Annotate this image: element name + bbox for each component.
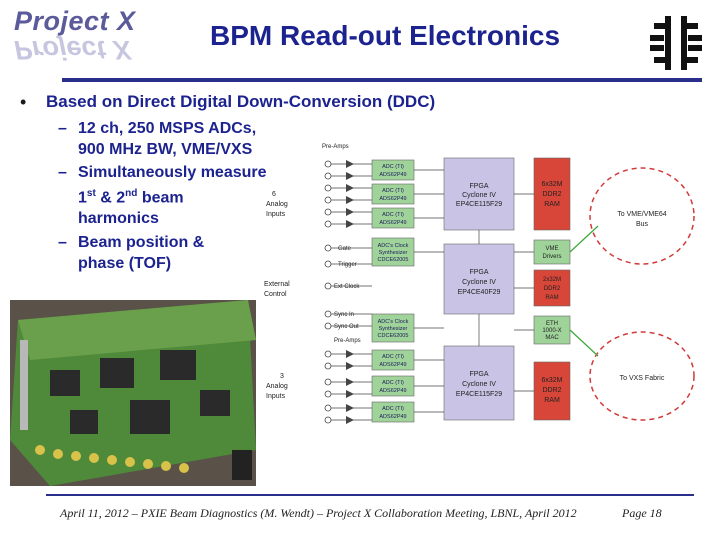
adc-bottom-1-part: ADS62P49 <box>379 362 406 368</box>
adc-top-3-part: ADS62P49 <box>379 220 406 226</box>
footer-text: April 11, 2012 – PXIE Beam Diagnostics (… <box>60 506 577 520</box>
vxs-fabric-outline <box>589 331 695 421</box>
adc-bottom-2-part: ADS62P49 <box>379 388 406 394</box>
sub-bullet-1-line-2: 900 MHz BW, VME/VXS <box>78 141 253 158</box>
slide-title: BPM Read-out Electronics <box>209 20 561 51</box>
main-bullet: Based on Direct Digital Down-Conversion … <box>46 92 436 111</box>
analog-bottom-count: 3 <box>280 373 284 380</box>
ram-mid-size: 2x32M <box>543 277 561 283</box>
sub-bullet-3-line-2: phase (TOF) <box>78 255 172 272</box>
eth-label-1: ETH <box>546 321 558 327</box>
page-number: Page 18 <box>622 506 662 520</box>
sync-out-label: Sync Out <box>334 324 359 330</box>
ram-top-size: 6x32M <box>541 181 562 188</box>
bullet-marker: • <box>20 92 27 112</box>
fpga-mid-part: EP4CE40F29 <box>458 289 501 296</box>
fpga-top-family: Cyclone IV <box>462 192 496 199</box>
ram-mid-type: DDR2 <box>544 286 561 292</box>
project-x-logo-text: Project X <box>14 6 136 36</box>
sub-bullet-2-line-3: harmonics <box>78 210 159 228</box>
inputs-top-label: Inputs <box>266 211 286 218</box>
fpga-bottom-label: FPGA <box>469 371 488 378</box>
to-vme-label-2: Bus <box>636 221 649 228</box>
clock-top-part: CDCE62005 <box>378 257 409 263</box>
adc-bottom-3-part: ADS62P49 <box>379 414 406 420</box>
vme-drivers-label-1: VME <box>545 246 558 252</box>
sub-bullet-2-line-1: Simultaneously measure <box>78 164 267 181</box>
adc-bottom-3-name: ADC (TI) <box>382 406 404 412</box>
fpga-bottom-family: Cyclone IV <box>462 381 496 388</box>
adc-bottom-2-name: ADC (TI) <box>382 380 404 386</box>
ram-top-label: RAM <box>544 201 560 208</box>
eth-label-2: 1000-X <box>542 328 561 334</box>
ram-mid-label: RAM <box>545 295 558 301</box>
eth-label-3: MAC <box>545 335 559 341</box>
adc-top-1-name: ADC (TI) <box>382 164 404 170</box>
clock-top-name: ADC's Clock <box>378 243 409 249</box>
inputs-bottom-label: Inputs <box>266 393 286 400</box>
sync-in-label: Sync In <box>334 312 354 318</box>
ram-bottom-label: RAM <box>544 397 560 404</box>
sub-bullet-1: –12 ch, 250 MSPS ADCs, 900 MHz BW, VME/V… <box>58 120 257 158</box>
control-label: Control <box>264 291 287 298</box>
to-vme-label-1: To VME/VME64 <box>617 211 667 218</box>
vme-drivers-label-2: Drivers <box>543 254 562 260</box>
to-vxs-label: To VXS Fabric <box>620 375 665 382</box>
sub-bullet-3: –Beam position & phase (TOF) <box>58 234 205 272</box>
block-diagram: Pre-Amps 6 Analog Inputs Gate Trigger Ex… <box>264 144 695 424</box>
fpga-mid-label: FPGA <box>469 269 488 276</box>
clock-top-type: Synthesizer <box>379 250 408 256</box>
analog-top-count: 6 <box>272 191 276 198</box>
sub-bullet-3-line-1: Beam position & <box>78 234 205 251</box>
adc-top-3-name: ADC (TI) <box>382 212 404 218</box>
adc-bottom-1-name: ADC (TI) <box>382 354 404 360</box>
ram-top-type: DDR2 <box>542 191 561 198</box>
fpga-mid-family: Cyclone IV <box>462 279 496 286</box>
footer-divider <box>46 494 694 496</box>
vme-bus-outline <box>589 167 695 265</box>
clock-bottom-part: CDCE62005 <box>378 333 409 339</box>
adc-top-1-part: ADS62P49 <box>379 172 406 178</box>
analog-top-label: Analog <box>266 201 288 208</box>
ext-clock-label: Ext Clock <box>334 284 360 290</box>
ram-bottom-type: DDR2 <box>542 387 561 394</box>
fpga-top-part: EP4CE115F29 <box>456 201 502 208</box>
clock-bottom-name: ADC's Clock <box>378 319 409 325</box>
clock-bottom-type: Synthesizer <box>379 326 408 332</box>
sub-bullet-2-line-2: 1st & 2nd beam <box>78 188 184 207</box>
analog-bottom-label: Analog <box>266 383 288 390</box>
adc-top-2-name: ADC (TI) <box>382 188 404 194</box>
pre-amps-top-label: Pre-Amps <box>322 144 349 150</box>
fpga-top-label: FPGA <box>469 183 488 190</box>
pre-amps-bottom-label: Pre-Amps <box>334 338 361 344</box>
fermilab-logo-icon <box>650 16 702 70</box>
sub-bullet-2: –Simultaneously measure 1st & 2nd beam h… <box>58 164 267 228</box>
project-x-logo-reflection: Project X <box>14 35 132 65</box>
external-label: External <box>264 281 290 288</box>
gate-label: Gate <box>338 246 352 252</box>
project-x-logo: Project X Project X <box>14 6 146 78</box>
fpga-bottom-part: EP4CE115F29 <box>456 391 502 398</box>
board-photo-icon <box>10 300 256 486</box>
sub-bullet-1-line-1: 12 ch, 250 MSPS ADCs, <box>78 120 257 137</box>
title-divider <box>62 78 702 82</box>
adc-top-2-part: ADS62P49 <box>379 196 406 202</box>
trigger-label: Trigger <box>338 262 357 268</box>
ram-bottom-size: 6x32M <box>541 377 562 384</box>
